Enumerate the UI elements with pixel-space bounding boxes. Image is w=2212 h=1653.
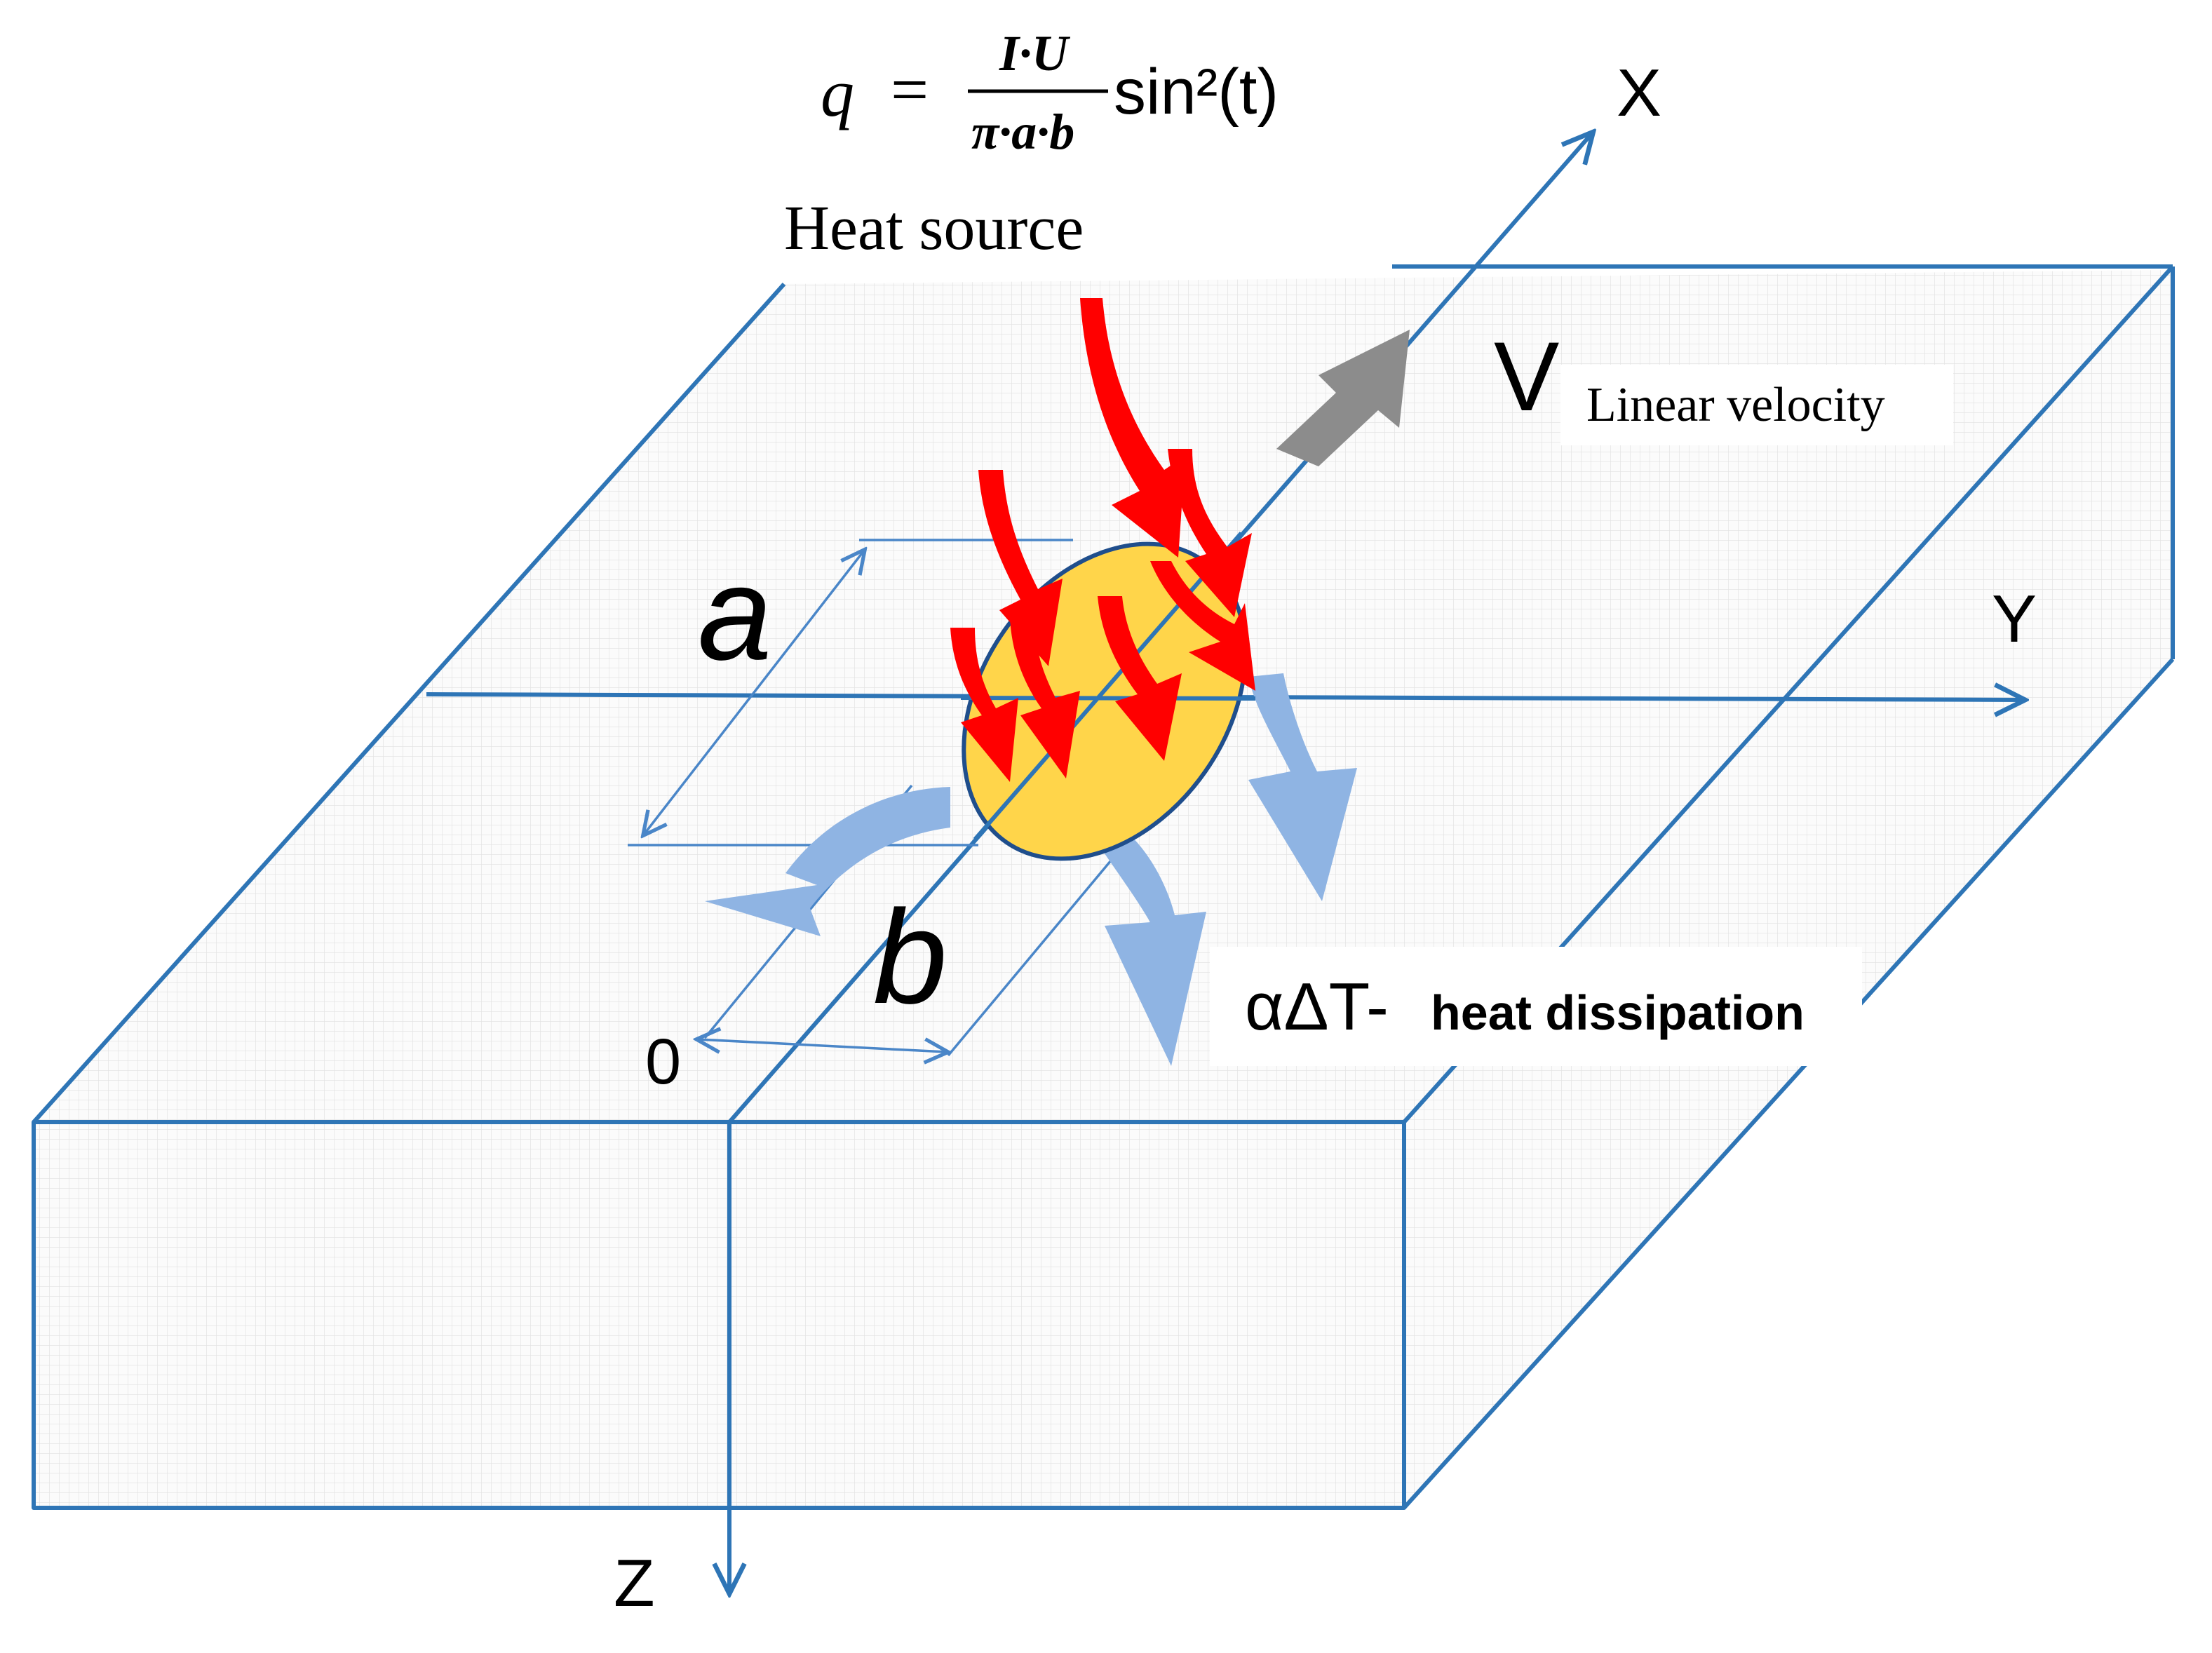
x-axis-label: X <box>1617 55 1661 130</box>
heat-arrow-2 <box>1168 449 1252 617</box>
velocity-symbol: V <box>1494 321 1559 431</box>
plate-right-face <box>1404 270 2173 1508</box>
dissipation-symbol: αΔT- <box>1245 969 1389 1044</box>
plate-edge-left <box>32 282 786 1124</box>
heat-arrow-4 <box>1150 561 1255 691</box>
plate <box>32 264 2175 1510</box>
dim-b-line <box>698 1039 947 1052</box>
formula-equals: = <box>891 52 929 127</box>
heat-arrow-3 <box>978 470 1063 666</box>
formula-lhs: q <box>821 55 854 130</box>
velocity-label-bg <box>1560 365 1953 445</box>
dissipation-arrows <box>705 673 1357 1066</box>
formula: q = I·U π·a·b sin²(t) <box>821 25 1279 160</box>
dissipation-arrow-right <box>1248 673 1357 901</box>
x-axis-over-spot <box>973 532 1243 841</box>
heat-source-label: Heat source <box>784 194 1084 263</box>
dissipation-arrow-bottom <box>1094 831 1206 1066</box>
dim-b-label: b <box>873 883 947 1032</box>
dissipation-label-bg <box>1210 947 1862 1066</box>
y-axis-over-spot <box>960 696 1256 701</box>
origin-label: 0 <box>645 1026 681 1098</box>
dissipation-text: heat dissipation <box>1431 985 1805 1040</box>
heat-arrow-6 <box>1010 617 1080 778</box>
plate-front-outline <box>32 1120 1406 1510</box>
heat-arrow-1 <box>1080 298 1185 558</box>
heat-arrow-5 <box>1098 596 1182 761</box>
plate-front-face <box>34 1122 1404 1508</box>
z-axis-label: Z <box>614 1546 655 1621</box>
formula-numerator: I·U <box>999 25 1071 81</box>
formula-denominator: π·a·b <box>971 104 1074 160</box>
heat-arrow-7 <box>950 628 1018 782</box>
plate-edge-right-bottom <box>1402 657 2175 1510</box>
dim-a-line <box>644 551 864 835</box>
formula-trig: sin²(t) <box>1114 56 1279 128</box>
dim-a-label: a <box>698 539 772 688</box>
velocity-arrow <box>1276 330 1410 466</box>
y-axis-label: Y <box>1992 581 2037 656</box>
heat-arrows <box>950 298 1255 782</box>
dissipation-arrow-left <box>705 787 950 936</box>
velocity-text: Linear velocity <box>1586 378 1885 432</box>
